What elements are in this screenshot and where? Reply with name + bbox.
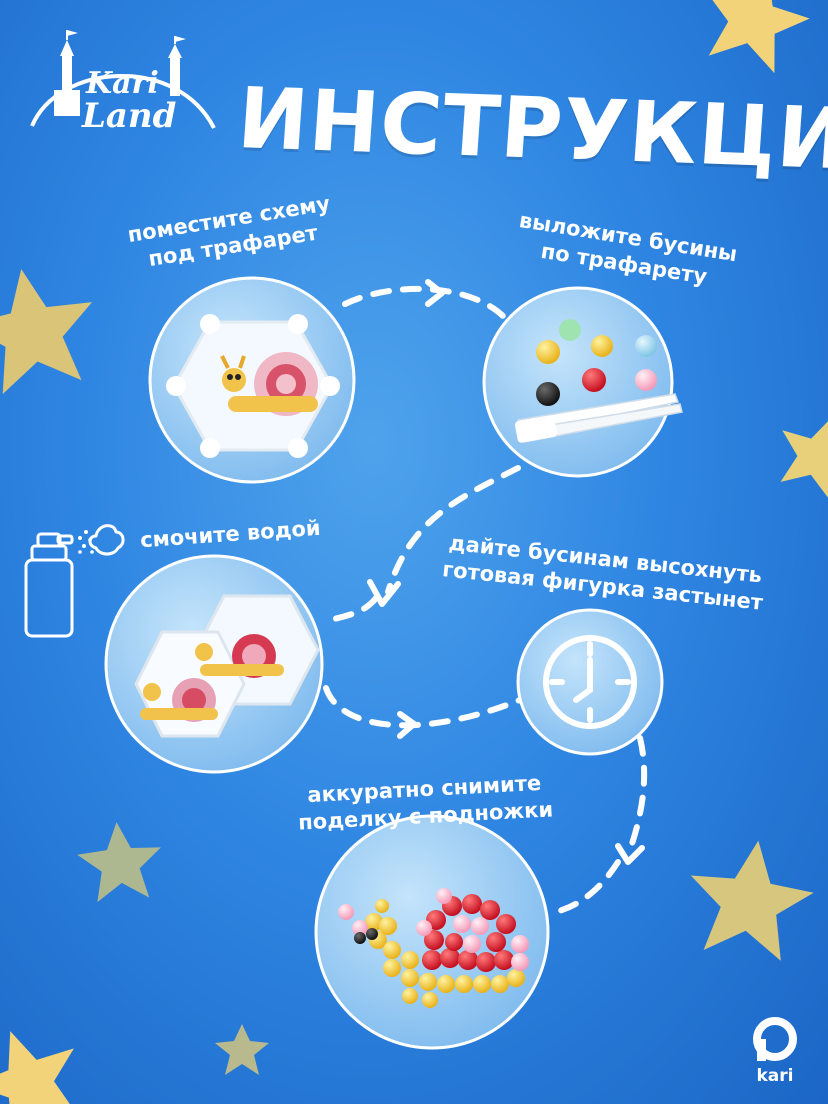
brand-logo: Kari Land <box>22 32 222 142</box>
dashed-arrow-icon <box>385 465 521 595</box>
star-icon <box>215 1024 269 1075</box>
star-icon <box>0 268 93 395</box>
step5-circle <box>314 814 550 1050</box>
star-icon <box>690 840 814 961</box>
dashed-arrow-icon <box>342 285 508 321</box>
arrow-head-icon <box>367 579 401 607</box>
page-title: ИНСТРУКЦИЯ <box>234 69 828 191</box>
step2-circle <box>482 286 683 478</box>
finished-snail-icon <box>338 888 529 1008</box>
brand-name: kari <box>756 1066 794 1086</box>
star-icon <box>705 0 810 74</box>
step4-circle <box>516 608 664 756</box>
logo-line1: Kari <box>86 66 159 101</box>
arrow-head-icon <box>615 843 645 865</box>
step3-circle <box>104 554 324 774</box>
arrow-head-icon <box>397 711 417 739</box>
dashed-arrow-icon <box>627 735 648 853</box>
spray-bottle-icon <box>24 524 125 638</box>
clock-icon <box>543 635 637 729</box>
castle-logo-icon <box>30 30 216 129</box>
kari-logo-icon <box>753 1017 797 1061</box>
star-icon <box>780 417 828 500</box>
star-icon <box>77 822 161 903</box>
step1-circle <box>148 276 356 484</box>
dashed-arrow-icon <box>553 859 621 915</box>
tweezers-icon <box>515 393 683 443</box>
dashed-arrow-icon <box>327 595 379 623</box>
dashed-arrow-icon <box>323 685 523 729</box>
snail-pattern-icon <box>220 352 318 416</box>
arrow-head-icon <box>425 279 445 307</box>
logo-line2: Land <box>82 96 177 136</box>
star-icon <box>0 1031 77 1104</box>
step5-text: аккуратно снимите поделку с подножки <box>297 770 554 835</box>
